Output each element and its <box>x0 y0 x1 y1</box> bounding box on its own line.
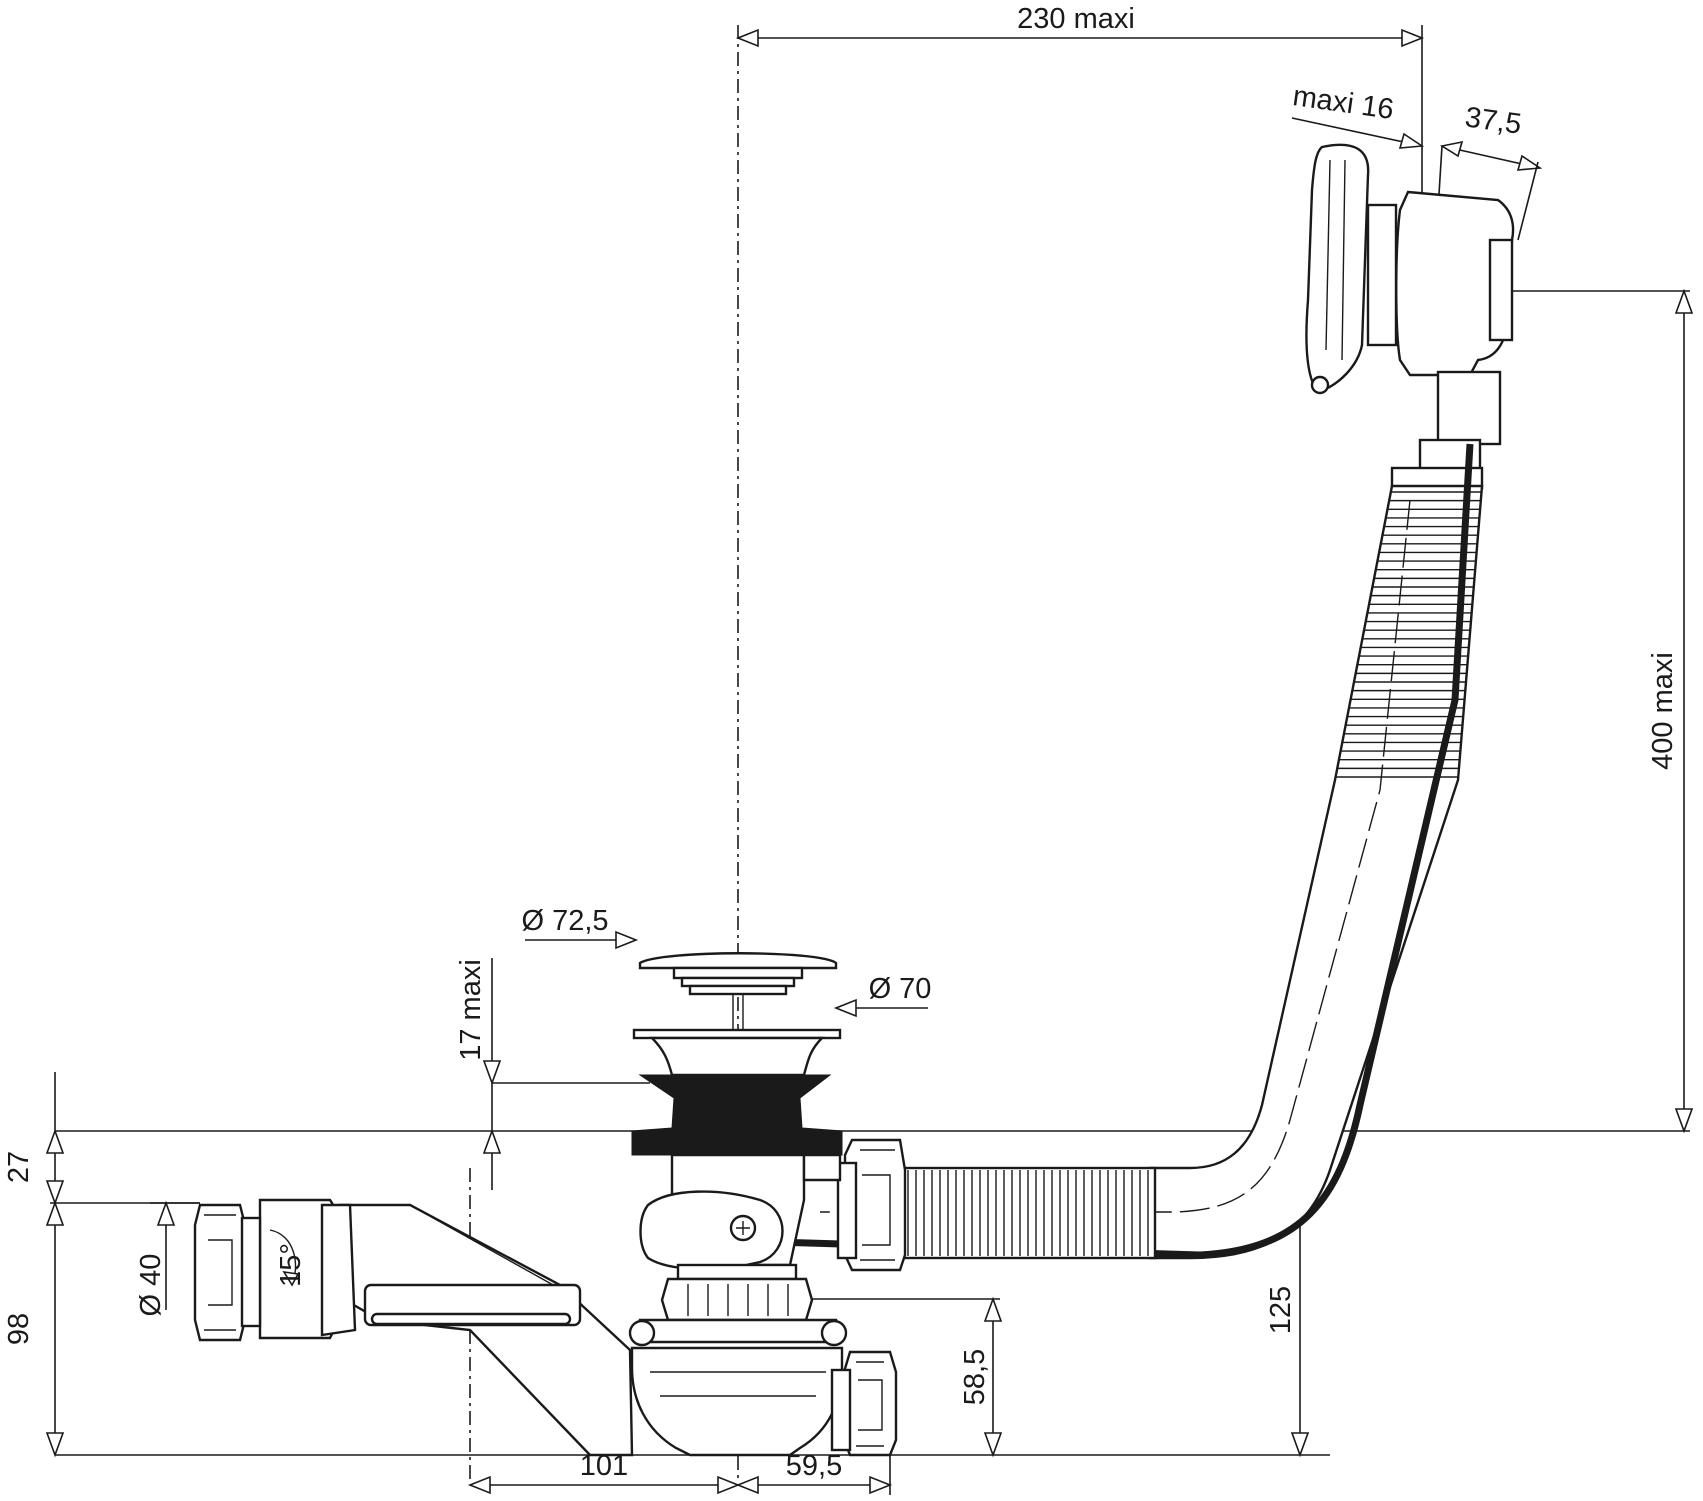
dim-27-label: 27 <box>3 1151 35 1183</box>
outlet-elbow <box>338 1203 634 1457</box>
overflow-cable-box <box>1436 370 1502 446</box>
release-cable <box>774 443 1474 1259</box>
hose-ribs <box>1335 491 1482 778</box>
trap-bowl <box>630 1346 844 1457</box>
trap <box>628 1318 898 1457</box>
trap-outlet-nut <box>842 1350 898 1457</box>
dim-37-5-label: 37,5 <box>1463 101 1523 141</box>
trap-top <box>638 1318 838 1344</box>
overflow-hose <box>774 443 1484 1260</box>
dim-125-label: 125 <box>1265 1286 1297 1334</box>
dim-dia-70-label: Ø 70 <box>869 973 932 1005</box>
dim-17-maxi: 17 maxi <box>455 958 650 1190</box>
overflow-cap-knob <box>1310 375 1330 395</box>
outlet-nut <box>193 1203 247 1342</box>
lever-housing <box>639 1190 784 1271</box>
dim-400-maxi: 400 maxi <box>1647 288 1694 1134</box>
dim-maxi16-label: maxi 16 <box>1291 80 1396 126</box>
dim-dia-40-label: Ø 40 <box>135 1254 167 1317</box>
angle-15-label: 15° <box>275 1243 307 1287</box>
drain-nut <box>660 1277 814 1322</box>
dim-dia-72-5-label: Ø 72,5 <box>521 905 608 937</box>
side-outlet: 15° <box>193 1198 634 1457</box>
drain-gasket <box>631 1074 843 1156</box>
overflow-body <box>1395 190 1515 377</box>
drain-valve <box>631 952 843 1322</box>
horizontal-hose-ribs <box>899 1170 1149 1256</box>
dim-17-maxi-label: 17 maxi <box>455 959 487 1061</box>
dim-230-maxi: 230 maxi <box>735 3 1425 210</box>
plug-cap <box>638 952 838 970</box>
horizontal-hose-body <box>893 1166 1157 1260</box>
overflow-spacer <box>1366 203 1398 347</box>
overflow-cap <box>1305 143 1370 394</box>
overflow-assembly <box>1305 143 1515 490</box>
dim-400-maxi-label: 400 maxi <box>1647 652 1679 770</box>
hose-outline <box>1148 484 1484 1260</box>
dim-58-5-label: 58,5 <box>959 1349 991 1405</box>
dim-58-5: 58,5 <box>959 1296 1003 1458</box>
dim-27-98: 27 98 <box>3 1072 65 1458</box>
dim-diameters: Ø 72,5 Ø 70 <box>521 905 932 1018</box>
dim-dia-40: Ø 40 <box>135 1200 200 1317</box>
dim-230-maxi-label: 230 maxi <box>1017 3 1135 35</box>
dim-98-label: 98 <box>3 1313 35 1345</box>
dim-59-5-label: 59,5 <box>786 1450 842 1482</box>
horizontal-hose <box>836 1138 1157 1272</box>
dim-101-59-5: 101 59,5 <box>467 1450 893 1495</box>
